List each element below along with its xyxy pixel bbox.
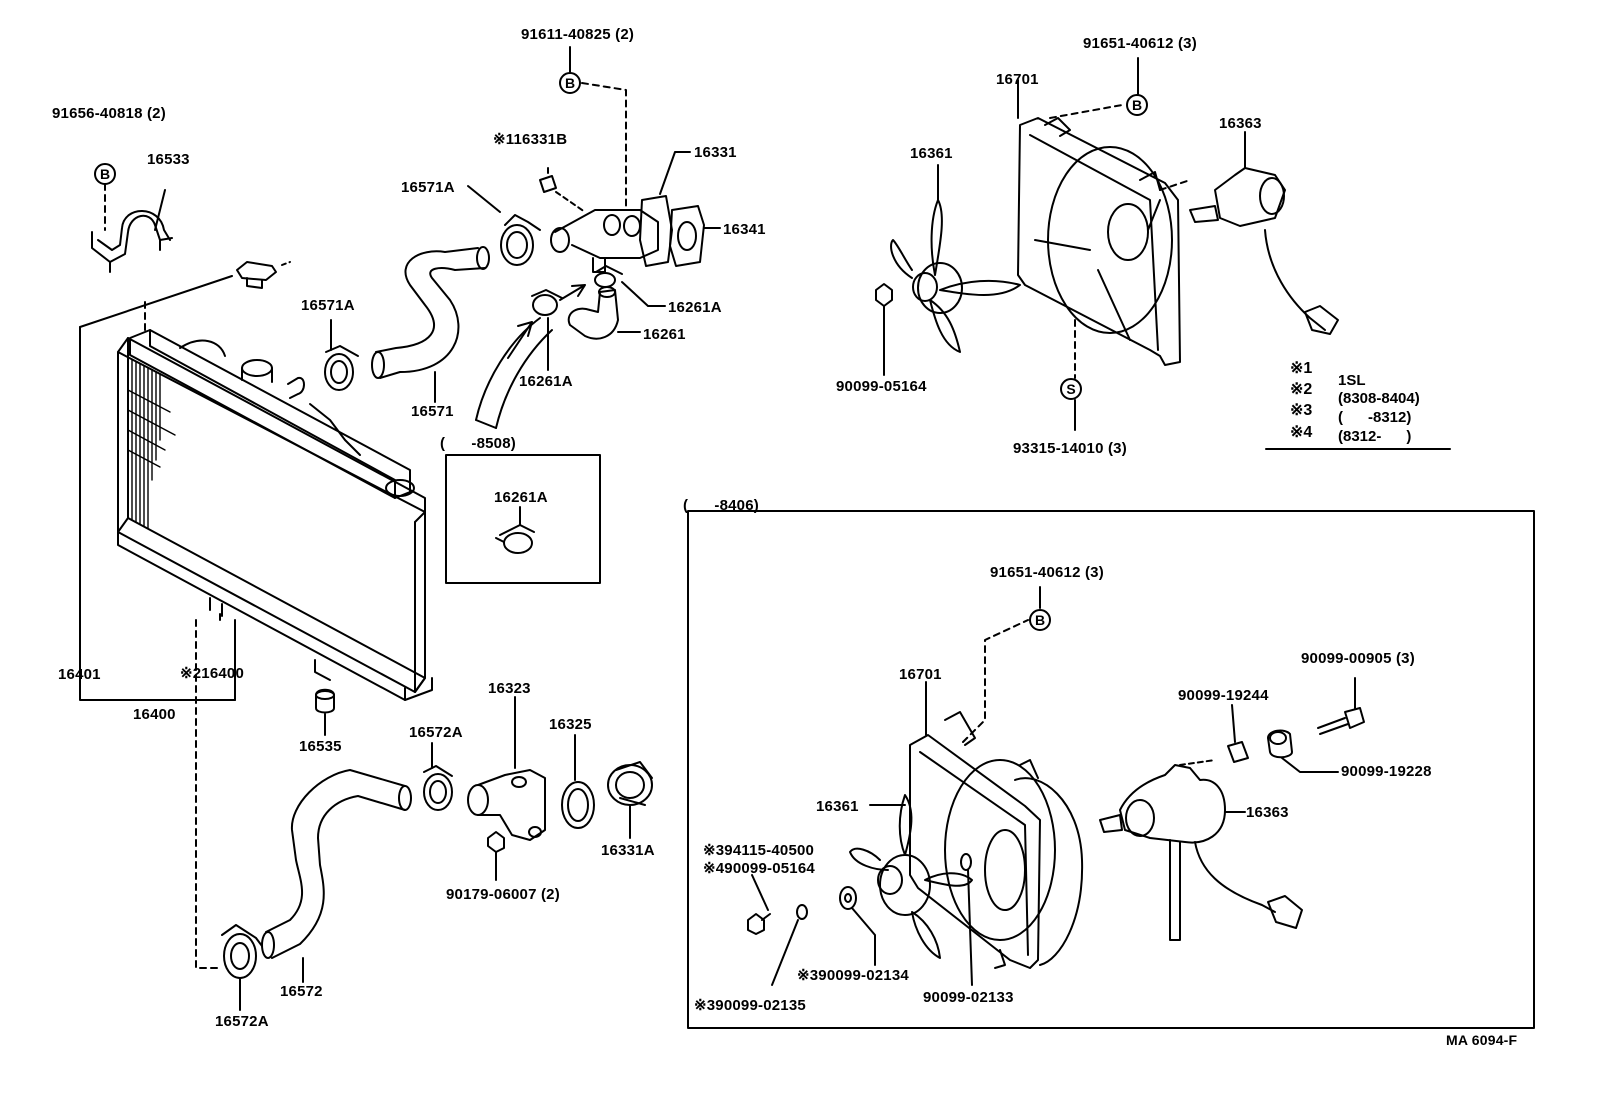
label-gasket-16341: 16341	[723, 221, 766, 238]
label-clamp-16571a-mid: 16571A	[301, 297, 355, 314]
stud-90179	[487, 831, 505, 853]
legend-key-3: ※3	[1290, 402, 1313, 419]
inset-clamp	[495, 524, 535, 554]
legend-value-1: 1SL	[1338, 372, 1366, 389]
diagram-id: MA 6094-F	[1446, 1032, 1518, 1048]
hose-clamp-16261a-right	[594, 265, 623, 288]
legend-value-3: ( -8312)	[1338, 409, 1412, 426]
legend-value-2: (8308-8404)	[1338, 390, 1420, 407]
label-bolt-b-top: 91611-40825 (2)	[521, 26, 635, 43]
drain-cock	[315, 688, 335, 714]
bolt-00905	[1317, 707, 1365, 735]
label-clamp-16572a-bottom: 16572A	[215, 1013, 269, 1030]
label-thermostat: 16331A	[601, 842, 655, 859]
inset-box-8508	[445, 454, 601, 584]
legend-key-4: ※4	[1290, 424, 1313, 441]
label-clamp-16572a-top: 16572A	[409, 724, 463, 741]
label-motor-bottom: 16363	[1246, 804, 1289, 821]
fan-blade-top	[890, 199, 1021, 353]
fan-motor-bottom	[1099, 764, 1303, 941]
label-washer-02134: ※390099-02134	[797, 967, 909, 984]
label-sleeve-19244: 90099-19244	[1178, 687, 1269, 704]
bypass-hose	[567, 286, 619, 340]
label-inset2-range: ( -8406)	[683, 497, 759, 514]
hose-clamp-16571a-mid	[324, 345, 359, 391]
label-clip-b-left: 91656-40818 (2)	[52, 105, 166, 122]
label-clamp-16261a-right: 16261A	[668, 299, 722, 316]
callout-b-fan-top: B	[1126, 94, 1148, 116]
nut-bottom	[747, 913, 771, 935]
washer-02135	[796, 904, 808, 920]
label-nut-05164-bottom: ※490099-05164	[703, 860, 815, 877]
label-washer-02133: 90099-02133	[923, 989, 1014, 1006]
label-clamp-16571a-top: 16571A	[401, 179, 455, 196]
legend-key-2: ※2	[1290, 381, 1313, 398]
label-washer-02135: ※390099-02135	[694, 997, 806, 1014]
label-shroud-bottom: 16701	[899, 666, 942, 683]
callout-b-fan-bottom: B	[1029, 609, 1051, 631]
label-plug-16331b: ※116331B	[493, 131, 568, 148]
label-washer-94115: ※394115-40500	[703, 842, 815, 859]
label-gasket-16325: 16325	[549, 716, 592, 733]
inset-box-8406	[687, 510, 1535, 1029]
label-bolt-00905: 90099-00905 (3)	[1301, 650, 1415, 667]
label-clamp-16261a-lower: 16261A	[519, 373, 573, 390]
label-screw-s: 93315-14010 (3)	[1013, 440, 1127, 457]
callout-s: S	[1060, 378, 1082, 400]
label-nut-top: 90099-05164	[836, 378, 927, 395]
hose-clamp-16572a-top	[423, 765, 453, 811]
label-bolt-b-fan-bottom: 91651-40612 (3)	[990, 564, 1104, 581]
fan-blade-bottom	[849, 794, 973, 959]
fan-motor-top	[1189, 149, 1339, 335]
radiator-bracket	[91, 210, 173, 273]
callout-b-left: B	[94, 163, 116, 185]
washer-02134	[839, 886, 857, 910]
label-motor-top: 16363	[1219, 115, 1262, 132]
washer-02133	[960, 853, 972, 871]
label-radiator-16401: 16401	[58, 666, 101, 683]
label-bracket: 16533	[147, 151, 190, 168]
label-shroud-top: 16701	[996, 71, 1039, 88]
water-inlet	[467, 769, 546, 841]
legend-value-4: (8312- )	[1338, 428, 1412, 445]
fan-shroud-top	[1017, 117, 1181, 366]
nut-top	[875, 283, 893, 307]
legend-key-1: ※1	[1290, 360, 1313, 377]
collar-19228	[1267, 729, 1293, 759]
label-bolt-b-fan-top: 91651-40612 (3)	[1083, 35, 1197, 52]
hose-clamp-16261a-lower	[531, 289, 563, 316]
hose-clamp-16572a-bottom	[221, 924, 263, 979]
sleeve-19244	[1227, 741, 1249, 763]
gasket-16341	[669, 205, 705, 267]
callout-b-top: B	[559, 72, 581, 94]
label-collar-19228: 90099-19228	[1341, 763, 1432, 780]
hose-clamp-16571a-top	[500, 214, 541, 266]
label-radiator-16400: 16400	[133, 706, 176, 723]
label-hose-16571: 16571	[411, 403, 454, 420]
lower-hose	[261, 769, 412, 959]
plug-16331b	[539, 175, 557, 193]
radiator-cap	[236, 261, 277, 289]
label-water-inlet: 16323	[488, 680, 531, 697]
gasket-16325	[561, 781, 595, 829]
water-outlet	[550, 195, 673, 273]
fan-shroud-bottom	[909, 711, 1084, 969]
label-stud-90179: 90179-06007 (2)	[446, 886, 560, 903]
label-water-outlet: 16331	[694, 144, 737, 161]
upper-hose	[371, 246, 490, 379]
label-fan-top: 16361	[910, 145, 953, 162]
label-hose-16572: 16572	[280, 983, 323, 1000]
bypass-pipe	[475, 284, 586, 429]
label-radiator-note: ※216400	[180, 665, 245, 682]
label-hose-16261: 16261	[643, 326, 686, 343]
label-drain-cock: 16535	[299, 738, 342, 755]
label-inset-range: ( -8508)	[440, 435, 516, 452]
label-fan-bottom: 16361	[816, 798, 859, 815]
thermostat	[607, 761, 653, 806]
radiator	[117, 329, 433, 701]
label-inset-clamp: 16261A	[494, 489, 548, 506]
